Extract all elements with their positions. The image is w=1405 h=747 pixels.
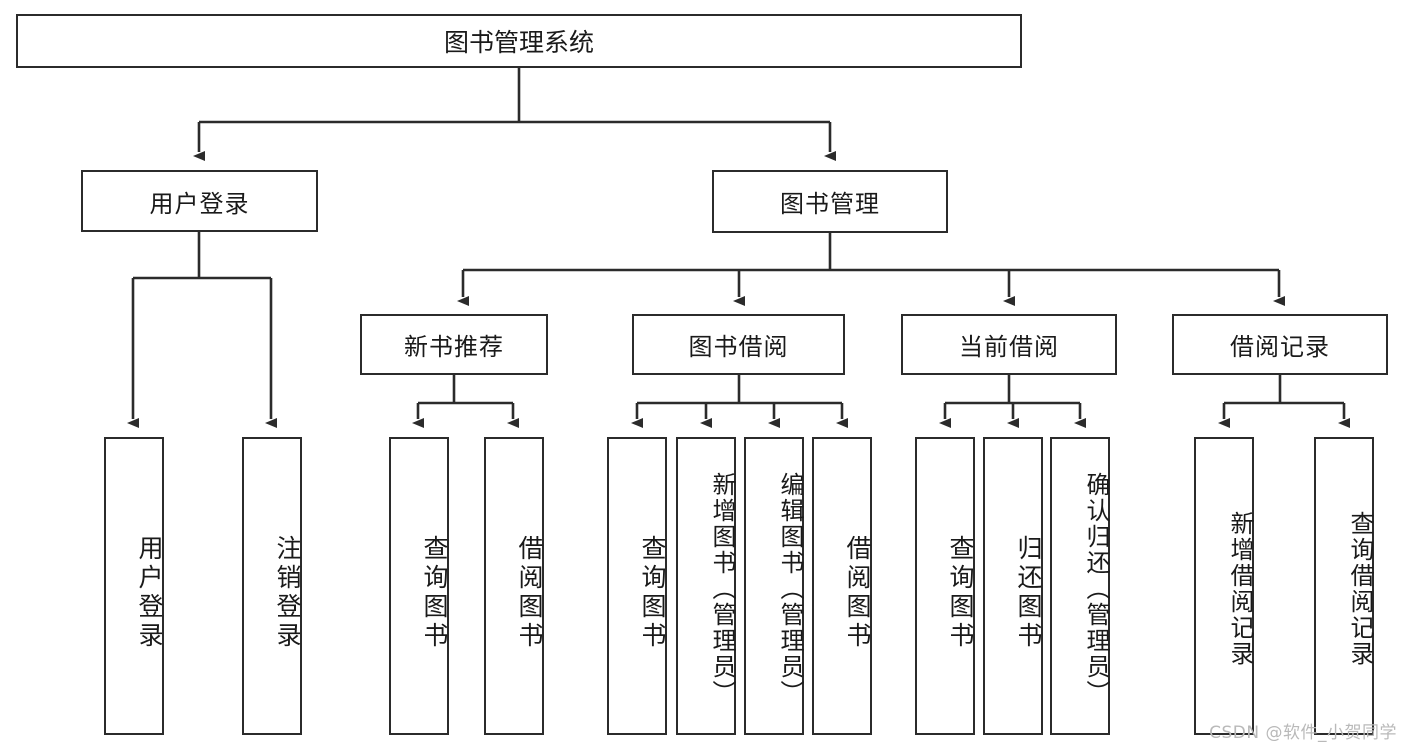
leaf-book-borrow-edit[interactable]: 编辑图书（管理员） xyxy=(744,437,804,735)
node-label: 新书推荐 xyxy=(404,333,504,361)
node-label: 查询借阅记录 xyxy=(1346,511,1374,667)
leaf-user-login-logout[interactable]: 注销登录 xyxy=(242,437,302,735)
node-label: 注销登录 xyxy=(273,535,302,651)
node-label: 用户登录 xyxy=(135,535,164,651)
leaf-new-book-borrow[interactable]: 借阅图书 xyxy=(484,437,544,735)
leaf-new-book-query[interactable]: 查询图书 xyxy=(389,437,449,735)
node-label: 图书借阅 xyxy=(688,333,789,361)
node-label: 用户登录 xyxy=(149,189,250,218)
node-label: 新增图书（管理员） xyxy=(708,472,736,706)
node-label: 借阅记录 xyxy=(1230,333,1330,361)
node-book-borrow[interactable]: 图书借阅 xyxy=(632,314,845,375)
node-label: 图书管理 xyxy=(780,190,880,218)
leaf-current-borrow-return[interactable]: 归还图书 xyxy=(983,437,1043,735)
leaf-current-borrow-confirm-return[interactable]: 确认归还（管理员） xyxy=(1050,437,1110,735)
leaf-borrow-record-query[interactable]: 查询借阅记录 xyxy=(1314,437,1374,735)
node-new-book-recommend[interactable]: 新书推荐 xyxy=(360,314,548,375)
leaf-book-borrow-query[interactable]: 查询图书 xyxy=(607,437,667,735)
node-root-system[interactable]: 图书管理系统 xyxy=(16,14,1022,68)
node-label: 确认归还（管理员） xyxy=(1082,472,1110,706)
leaf-book-borrow-borrow[interactable]: 借阅图书 xyxy=(812,437,872,735)
node-borrow-record[interactable]: 借阅记录 xyxy=(1172,314,1388,375)
leaf-borrow-record-add[interactable]: 新增借阅记录 xyxy=(1194,437,1254,735)
node-label: 借阅图书 xyxy=(515,535,544,651)
csdn-watermark: CSDN @软件_小贺同学 xyxy=(1209,723,1397,743)
node-label: 当前借阅 xyxy=(959,333,1059,361)
node-label: 新增借阅记录 xyxy=(1226,511,1254,667)
node-label: 借阅图书 xyxy=(843,535,872,651)
node-book-management[interactable]: 图书管理 xyxy=(712,170,948,233)
node-current-borrow[interactable]: 当前借阅 xyxy=(901,314,1117,375)
node-label: 查询图书 xyxy=(420,535,449,651)
leaf-current-borrow-query[interactable]: 查询图书 xyxy=(915,437,975,735)
node-label: 归还图书 xyxy=(1014,535,1043,651)
node-label: 图书管理系统 xyxy=(443,28,594,57)
node-label: 查询图书 xyxy=(946,535,975,651)
node-label: 编辑图书（管理员） xyxy=(776,472,804,706)
node-label: 查询图书 xyxy=(638,535,667,651)
leaf-book-borrow-add[interactable]: 新增图书（管理员） xyxy=(676,437,736,735)
leaf-user-login-login[interactable]: 用户登录 xyxy=(104,437,164,735)
node-user-login[interactable]: 用户登录 xyxy=(81,170,318,232)
